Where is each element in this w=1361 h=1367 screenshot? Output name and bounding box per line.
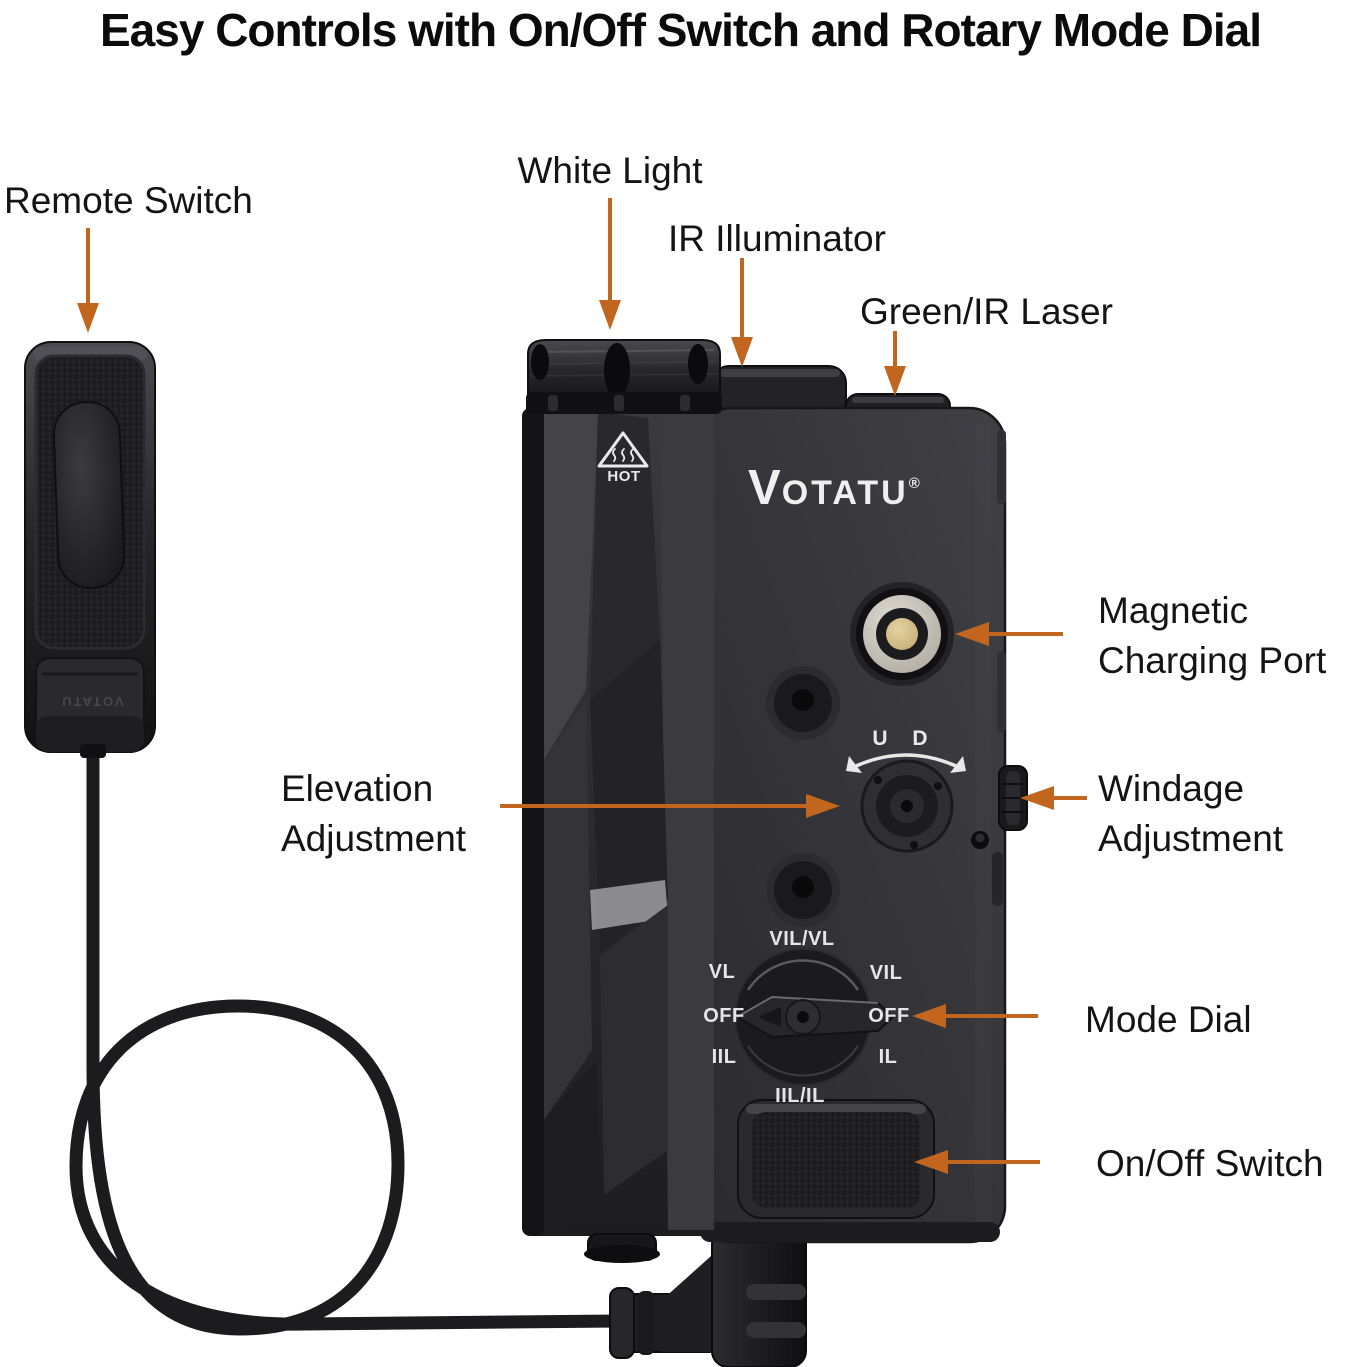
hot-warning-icon — [597, 431, 649, 468]
callout-line: Magnetic — [1098, 590, 1249, 631]
callout-elevation-adjustment: Elevation Adjustment — [281, 764, 466, 863]
on-off-pad — [737, 1099, 935, 1219]
dial-position-upper-right: VIL — [869, 962, 903, 984]
dial-position-lower-left: IIL — [711, 1046, 737, 1068]
callout-line: Adjustment — [1098, 817, 1284, 859]
arrow-ir-illuminator — [740, 258, 744, 338]
dial-position-right: OFF — [868, 1005, 910, 1027]
flashlight-barrel — [522, 408, 714, 1263]
dial-position-lower-right: IL — [878, 1046, 898, 1068]
page-title: Easy Controls with On/Off Switch and Rot… — [99, 4, 1262, 56]
remote-connector-brand: VOTATU — [60, 694, 124, 709]
callout-green-ir-laser: Green/IR Laser — [860, 291, 1113, 332]
dial-position-upper-left: VL — [708, 961, 736, 983]
registered-mark: ® — [908, 475, 920, 492]
screw-button-lower — [766, 853, 840, 927]
arrow-elevation-adjustment — [500, 804, 807, 808]
elevation-down-marking: D — [912, 727, 928, 750]
arrow-windage-adjustment — [1053, 796, 1087, 800]
callout-magnetic-charging-port: Magnetic Charging Port — [1098, 586, 1326, 685]
callout-line: Elevation — [281, 768, 434, 809]
arrow-green-ir-laser — [893, 331, 897, 367]
callout-line: Charging Port — [1098, 639, 1327, 681]
callout-mode-dial: Mode Dial — [1085, 999, 1252, 1040]
callout-remote-switch: Remote Switch — [4, 180, 253, 221]
dial-position-left: OFF — [703, 1005, 745, 1027]
ir-illuminator-bezel — [711, 365, 847, 419]
brand-name: VOTATU — [748, 461, 909, 515]
dial-position-bottom: IIL/IL — [775, 1085, 825, 1107]
callout-on-off-switch: On/Off Switch — [1096, 1143, 1324, 1184]
callout-line: Windage — [1098, 768, 1245, 809]
brand-logo: VOTATU® — [748, 460, 920, 516]
mode-dial-illustration — [734, 948, 895, 1086]
arrow-mode-dial — [945, 1014, 1038, 1018]
arrow-magnetic-charging-port — [988, 632, 1063, 636]
remote-cable — [69, 743, 625, 1336]
callout-white-light: White Light — [517, 150, 703, 191]
elevation-dial — [846, 753, 966, 853]
flashlight-head — [526, 339, 722, 414]
charging-port — [850, 582, 954, 686]
arrow-remote-switch — [86, 228, 90, 304]
screw-button-upper — [766, 666, 840, 740]
dial-position-top: VIL/VL — [769, 928, 835, 950]
arrow-on-off-switch — [947, 1160, 1040, 1164]
elevation-up-marking: U — [872, 727, 888, 750]
callout-line: Adjustment — [281, 817, 467, 859]
arrow-white-light — [608, 198, 612, 301]
callout-ir-illuminator: IR Illuminator — [668, 218, 886, 259]
callout-windage-adjustment: Windage Adjustment — [1098, 764, 1283, 863]
hot-warning-label: HOT — [607, 468, 641, 485]
remote-switch-illustration — [24, 341, 156, 758]
